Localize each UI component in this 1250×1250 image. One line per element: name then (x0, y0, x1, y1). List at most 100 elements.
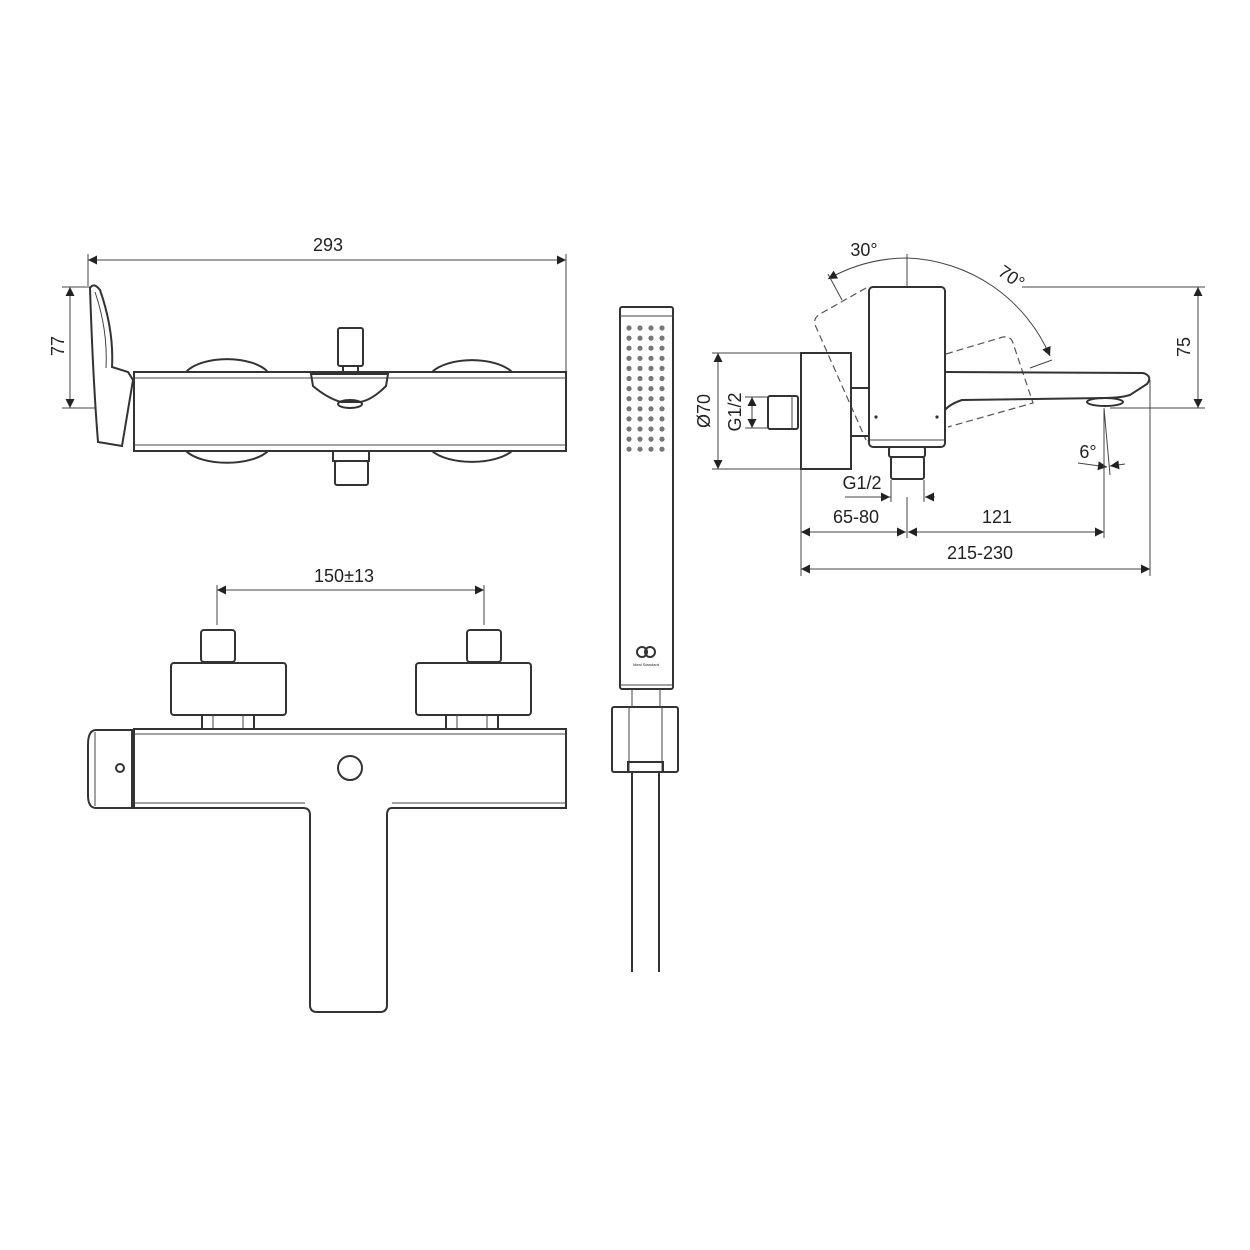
spray-nozzle (637, 446, 643, 452)
spray-nozzle (626, 365, 632, 371)
inlet-fitting-left (170, 629, 287, 730)
spray-nozzle (648, 375, 654, 382)
spray-nozzle (648, 386, 654, 392)
spray-nozzle (659, 365, 665, 371)
spray-nozzle (659, 396, 665, 402)
spray-nozzle (659, 355, 665, 361)
spray-nozzle (659, 325, 665, 331)
brand-logo-icon: Ideal Standard (633, 646, 659, 667)
lever-marker (115, 763, 125, 773)
rosette-right-top (431, 359, 513, 373)
dim-label-inlet-thread: G1/2 (725, 392, 745, 431)
spray-nozzle (626, 396, 632, 402)
spray-nozzle (648, 436, 654, 442)
dim-label-rosette: Ø70 (694, 394, 714, 428)
hand-shower: Ideal Standard (611, 306, 679, 972)
lever-position-left (814, 287, 867, 441)
shower-handle (619, 306, 674, 690)
spray-nozzle (637, 375, 643, 382)
spray-nozzle (626, 406, 632, 412)
spout-aerator (1086, 397, 1124, 407)
rosette-right-bottom (431, 450, 513, 463)
spray-nozzle (659, 426, 665, 432)
spray-nozzle (626, 355, 632, 361)
top-view: 150±13 (87, 566, 567, 1013)
dim-label-spacing: 150±13 (314, 566, 374, 586)
dim-label-height: 77 (48, 336, 68, 356)
spray-nozzle (648, 396, 654, 402)
lever-handle (88, 284, 135, 448)
spray-nozzle (626, 426, 632, 432)
outlet-connector (332, 450, 370, 462)
diverter-hole (337, 755, 363, 781)
spray-nozzle (637, 386, 643, 392)
spray-nozzle (626, 416, 632, 422)
spray-nozzle (626, 375, 632, 382)
spray-nozzle (637, 436, 643, 442)
lever-position-right (945, 336, 1034, 428)
spray-nozzle (637, 345, 643, 351)
rosette-left-top (185, 358, 269, 373)
screw-dot (935, 415, 939, 419)
inlet-connector-side (767, 395, 799, 430)
angle-label-left: 30° (850, 240, 877, 260)
spray-nozzle (648, 325, 654, 331)
spray-nozzle (637, 325, 643, 331)
spray-nozzle (648, 365, 654, 371)
diverter-knob (337, 327, 364, 367)
spray-nozzle (637, 426, 643, 432)
mixer-body-side (868, 286, 946, 448)
spray-nozzle (659, 436, 665, 442)
spray-nozzle (659, 345, 665, 351)
mixer-body-top (133, 728, 567, 1013)
spray-nozzle (626, 446, 632, 452)
rosette-side (800, 352, 852, 470)
spout (944, 371, 1151, 411)
spray-nozzle (648, 355, 654, 361)
dim-label-spout-angle: 6° (1079, 442, 1096, 462)
spray-nozzle (637, 406, 643, 412)
spray-nozzle (648, 426, 654, 432)
angle-arc-right (906, 257, 1051, 357)
dim-label-total-depth: 215-230 (947, 543, 1013, 563)
spray-nozzle (637, 416, 643, 422)
dim-label-height-side: 75 (1174, 337, 1194, 357)
spray-nozzle (626, 335, 632, 341)
side-view: 30° 70° Ø70 G1/2 75 6° (694, 240, 1205, 576)
dim-label-width: 293 (313, 235, 343, 255)
spray-nozzle (637, 396, 643, 402)
front-view: 293 77 (48, 235, 567, 486)
spray-nozzle (659, 416, 665, 422)
inlet-fitting-right (415, 629, 532, 730)
spray-nozzle (626, 325, 632, 331)
lever-cap (87, 729, 133, 809)
spray-nozzle (637, 365, 643, 371)
angle-arc-left (827, 257, 908, 280)
spray-nozzle (648, 335, 654, 341)
outlet-connector-side (888, 446, 926, 458)
spray-nozzle (659, 335, 665, 341)
spray-nozzle (659, 386, 665, 392)
svg-text:Ideal Standard: Ideal Standard (633, 662, 659, 667)
spray-nozzle (659, 446, 665, 452)
diverter-nozzle (337, 399, 363, 409)
spray-nozzle (648, 446, 654, 452)
spray-nozzle (626, 345, 632, 351)
spray-nozzle (648, 406, 654, 412)
dim-label-outlet-thread: G1/2 (842, 473, 881, 493)
dim-label-spout-reach: 121 (982, 507, 1012, 527)
screw-dot (874, 415, 878, 419)
spray-nozzle (648, 416, 654, 422)
spray-nozzle (659, 375, 665, 382)
spray-nozzle (637, 335, 643, 341)
spray-nozzle (626, 386, 632, 392)
spray-nozzle (626, 436, 632, 442)
mixer-body (133, 371, 567, 452)
angle-label-right: 70° (995, 261, 1029, 293)
spray-nozzle (659, 406, 665, 412)
spray-nozzles (626, 325, 665, 452)
spray-nozzle (648, 345, 654, 351)
rosette-left-bottom (185, 450, 269, 464)
spray-nozzle (637, 355, 643, 361)
